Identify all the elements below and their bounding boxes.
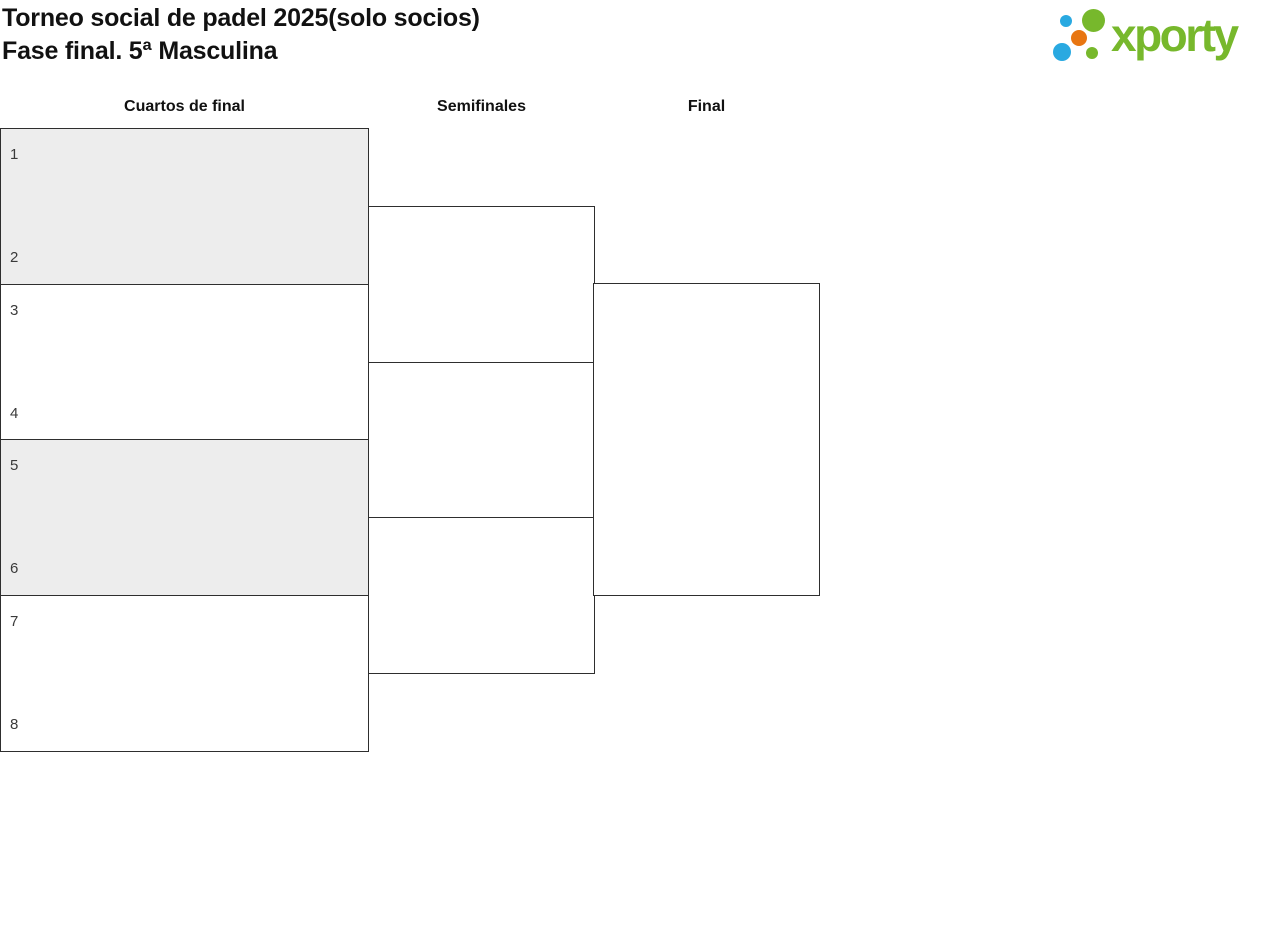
match-box-semifinal-2[interactable] (367, 516, 595, 674)
round-header-final: Final (687, 98, 726, 115)
seed-label-6: 6 (10, 560, 19, 577)
tournament-title: Torneo social de padel 2025(solo socios) (2, 4, 480, 32)
phase-subtitle: Fase final. 5ª Masculina (2, 37, 278, 65)
seed-label-4: 4 (10, 404, 19, 422)
seed-label-8: 8 (10, 715, 19, 733)
logo-dot-green-big-icon (1082, 9, 1105, 32)
match-box-quarterfinal-2[interactable]: 3 4 (0, 283, 369, 441)
seed-label-3: 3 (10, 301, 19, 319)
logo-dot-blue-small-icon (1060, 15, 1072, 27)
xporty-logo: xporty (1050, 0, 1280, 80)
logo-dot-orange-icon (1071, 30, 1087, 46)
round-header-cuartos-de-final: Cuartos de final (124, 98, 245, 115)
seed-label-1: 1 (10, 146, 19, 163)
page-title: Torneo social de padel 2025(solo socios)… (2, 2, 480, 68)
seed-label-2: 2 (10, 249, 19, 266)
match-box-final[interactable] (593, 283, 820, 596)
seed-label-5: 5 (10, 457, 19, 474)
xporty-logo-text: xporty (1111, 9, 1239, 61)
logo-dot-blue-big-icon (1053, 43, 1071, 61)
match-box-semifinal-1[interactable] (367, 205, 595, 363)
seed-label-7: 7 (10, 612, 19, 630)
round-header-semifinales: Semifinales (437, 98, 526, 115)
match-box-quarterfinal-4[interactable]: 7 8 (0, 594, 369, 752)
match-box-quarterfinal-1[interactable]: 1 2 (0, 128, 369, 285)
match-box-quarterfinal-3[interactable]: 5 6 (0, 439, 369, 596)
logo-dot-green-small-icon (1086, 47, 1098, 59)
